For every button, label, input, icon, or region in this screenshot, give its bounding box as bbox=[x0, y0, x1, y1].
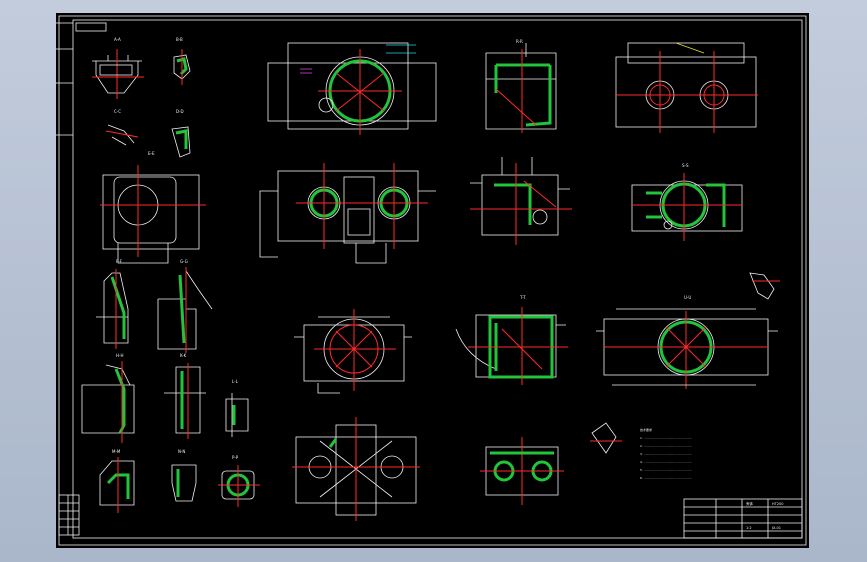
view-upper-right-1: R-R bbox=[485, 39, 557, 133]
revision-block bbox=[58, 494, 80, 536]
margin-ticks bbox=[56, 22, 73, 136]
drawing-canvas: A-A B-B C-C D-D E-E bbox=[56, 15, 807, 546]
tech-req-line: 2. .....................................… bbox=[640, 444, 692, 448]
view-lower-mid-right: T-T bbox=[455, 295, 568, 385]
tech-req-line: 4. .....................................… bbox=[640, 460, 692, 464]
view-n: N-N bbox=[171, 449, 197, 502]
inner-frame bbox=[72, 19, 803, 539]
view-e: E-E bbox=[100, 151, 206, 264]
view-mid-right-1 bbox=[470, 157, 572, 245]
view-small-detail bbox=[749, 272, 780, 300]
tech-req-title: 技术要求 bbox=[640, 427, 652, 432]
title-material: HT200 bbox=[772, 502, 783, 506]
view-mid-right-2: S-S bbox=[631, 163, 743, 241]
view-upper-right-2 bbox=[615, 42, 758, 133]
view-s-mid bbox=[259, 163, 436, 264]
view-h: H-H bbox=[81, 353, 135, 443]
view-d: D-D bbox=[171, 109, 191, 158]
view-label: C-C bbox=[114, 109, 121, 114]
tech-req-line: 3. .....................................… bbox=[640, 452, 692, 456]
title-scale: 1:2 bbox=[746, 526, 752, 530]
view-label: P-P bbox=[232, 455, 239, 460]
view-detail-arrow bbox=[590, 422, 622, 454]
view-label: D-D bbox=[176, 109, 184, 114]
view-c: C-C bbox=[105, 109, 139, 146]
view-label: U-U bbox=[684, 295, 691, 300]
view-label: L-L bbox=[232, 379, 239, 384]
view-a: A-A bbox=[92, 37, 144, 99]
view-label: R-R bbox=[516, 39, 523, 44]
view-bottom-right-part bbox=[480, 437, 564, 505]
corner-code-box bbox=[75, 22, 107, 32]
view-label: G-G bbox=[180, 259, 188, 264]
tech-req-line: 1. .....................................… bbox=[640, 436, 692, 440]
view-k: K-K bbox=[164, 353, 206, 439]
view-t-mid bbox=[294, 309, 412, 394]
view-label: K-K bbox=[180, 353, 187, 358]
view-lower-right: U-U bbox=[596, 295, 778, 389]
view-label: F-F bbox=[116, 259, 123, 264]
view-label: S-S bbox=[682, 163, 689, 168]
view-label: A-A bbox=[114, 37, 121, 42]
view-label: H-H bbox=[116, 353, 123, 358]
tech-req-line: 5. .....................................… bbox=[640, 468, 692, 472]
drawing-sheet[interactable]: A-A B-B C-C D-D E-E bbox=[56, 13, 809, 548]
view-u-bottom bbox=[292, 417, 420, 521]
view-r-top bbox=[267, 42, 437, 135]
title-block: 壳体 HT200 1:2 JX-01 bbox=[683, 498, 803, 539]
title-part-name: 壳体 bbox=[746, 501, 754, 506]
view-label: B-B bbox=[176, 37, 183, 42]
view-l: L-L bbox=[225, 379, 249, 437]
tech-req-line: 6. .....................................… bbox=[640, 476, 692, 480]
view-b: B-B bbox=[173, 37, 191, 85]
view-label: N-N bbox=[178, 449, 185, 454]
view-m: M-M bbox=[99, 449, 135, 513]
view-p: P-P bbox=[218, 455, 260, 507]
technical-requirements: 技术要求 1. ................................… bbox=[640, 427, 692, 480]
title-drawing-no: JX-01 bbox=[771, 526, 781, 530]
view-label: T-T bbox=[519, 295, 526, 300]
view-label: M-M bbox=[112, 449, 121, 454]
outer-border bbox=[58, 15, 807, 546]
view-f: F-F bbox=[96, 259, 129, 349]
view-label: E-E bbox=[148, 151, 155, 156]
view-g: G-G bbox=[157, 259, 213, 353]
